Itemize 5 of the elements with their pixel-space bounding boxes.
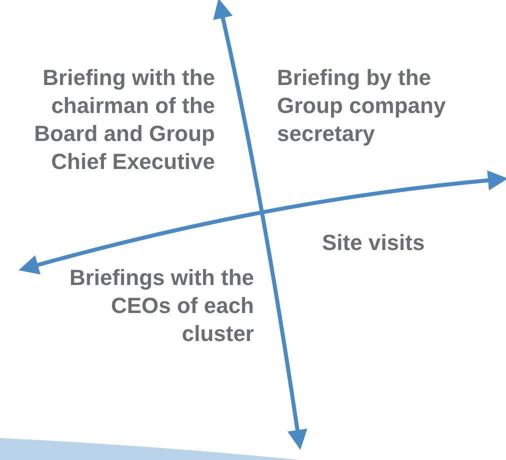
quadrant-label: Site visits [322,229,426,257]
quadrant-label: Briefings with the CEOs of each cluster [68,264,254,348]
quadrant-label: Briefing with the chairman of the Board and Group Chief Executive [33,64,215,176]
swoosh-band [0,438,300,460]
quadrant-label: Briefing by the Group company secretary [277,64,447,148]
